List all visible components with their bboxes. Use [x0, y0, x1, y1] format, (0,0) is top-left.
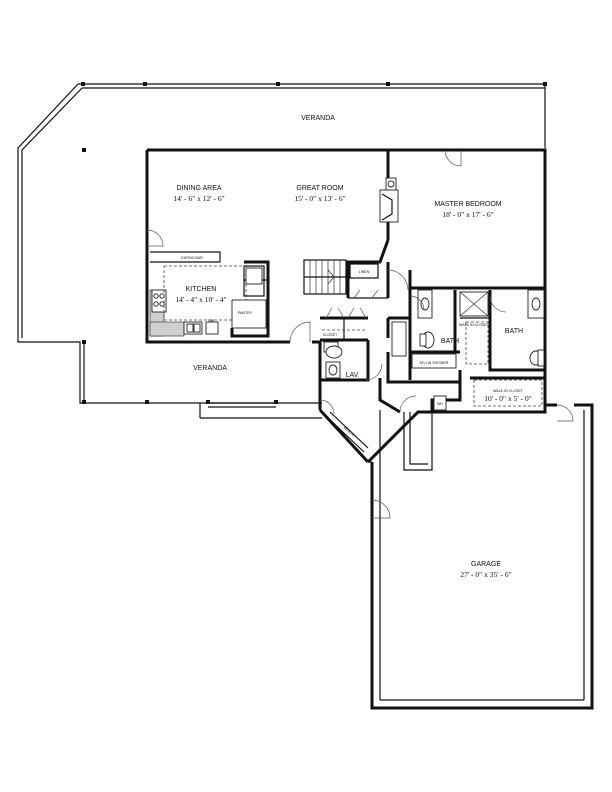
veranda-posts — [81, 82, 547, 404]
garage-dims: 27' - 0" x 35' - 6" — [460, 570, 511, 579]
eating-bar-label: EATING BAR — [181, 256, 203, 260]
veranda-outline — [17, 83, 546, 419]
kitchen-name: KITCHEN — [186, 286, 217, 293]
shower-label: 5/0 LIN SHOWER — [420, 361, 449, 365]
bench-label: BENCH — [343, 426, 355, 438]
kitchen-fixtures: EATING BAR PANTRY DW — [149, 256, 267, 337]
master-bath-name: BATH — [505, 328, 523, 335]
veranda-top-name: VERANDA — [301, 115, 335, 122]
walkin-small-label: WALK IN CLOSET — [459, 323, 490, 327]
master-bath-fixtures: WALK IN CLOSET WH — [433, 289, 545, 411]
fireplace — [379, 177, 399, 223]
center-closet: CLOSET — [322, 289, 379, 337]
garage-walls — [368, 403, 594, 710]
master-bedroom-name: MASTER BEDROOM — [434, 201, 501, 208]
walkin-name: WALK IN CLOSET — [493, 389, 524, 393]
dw-label: DW — [208, 319, 215, 323]
lav-name: LAV — [346, 372, 359, 379]
dining-dims: 14' - 6" x 12' - 6" — [173, 194, 224, 203]
bench: BENCH — [325, 411, 369, 453]
linen-label: LINEN — [359, 270, 370, 274]
door-swings — [146, 149, 574, 519]
small-bath-fixtures: 5/0 LIN SHOWER — [391, 289, 457, 369]
kitchen-dims: 14' - 4" x 10' - 4" — [175, 295, 226, 304]
veranda-bottom-name: VERANDA — [193, 365, 227, 372]
wh-label: WH — [437, 402, 443, 406]
house-walls — [145, 148, 557, 464]
dining-name: DINING AREA — [176, 185, 221, 192]
linen-closet: LINEN — [349, 263, 379, 279]
garage-name: GARAGE — [471, 561, 501, 568]
great-room-name: GREAT ROOM — [296, 185, 343, 192]
great-room-dims: 15' - 0" x 13' - 6" — [294, 194, 345, 203]
walkin-dims: 10' - 0" x 5' - 0" — [484, 394, 532, 403]
room-labels: VERANDA DINING AREA 14' - 6" x 12' - 6" … — [173, 115, 531, 579]
closet-label: CLOSET — [323, 333, 338, 337]
small-bath-name: BATH — [441, 338, 459, 345]
pantry-label: PANTRY — [238, 311, 253, 315]
master-bedroom-dims: 18' - 0" x 17' - 6" — [442, 210, 493, 219]
lav-fixtures — [323, 341, 343, 379]
stairs — [303, 259, 347, 295]
